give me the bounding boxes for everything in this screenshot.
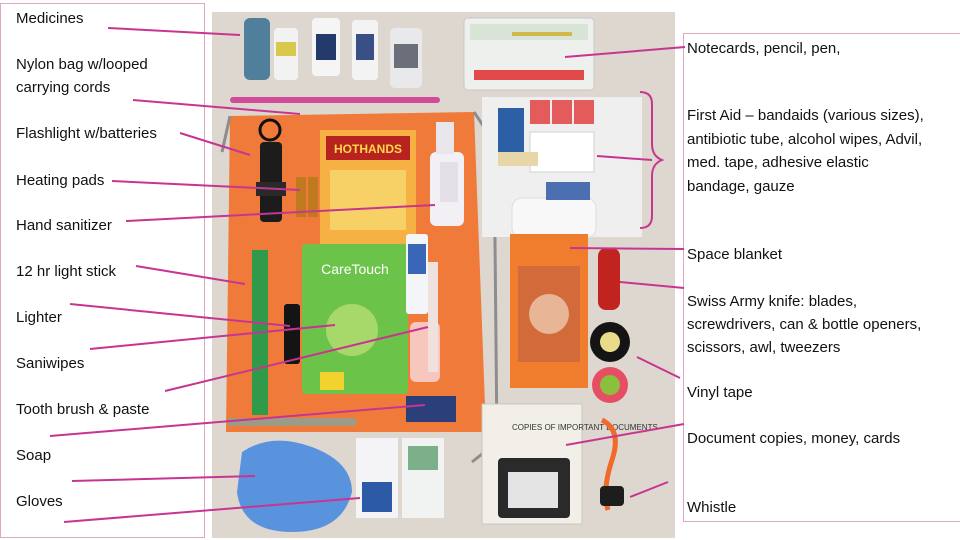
space-blanket-pack xyxy=(510,234,588,388)
saniwipes-pack: CareTouch xyxy=(302,244,408,394)
label-toothbrush-paste: Tooth brush & paste xyxy=(16,401,150,418)
label-medicines: Medicines xyxy=(16,10,84,27)
label-whistle: Whistle xyxy=(687,499,737,516)
hand-sanitizer-bottle xyxy=(430,122,464,226)
documents-note: COPIES OF IMPORTANT DOCUMENTS xyxy=(512,423,658,432)
zip-seal xyxy=(228,418,356,426)
label-vinyl-tape: Vinyl tape xyxy=(687,384,753,401)
pink-cord xyxy=(230,97,440,103)
first-aid-kit xyxy=(482,97,642,239)
label-space-blanket: Space blanket xyxy=(687,246,783,263)
label-notecards: Notecards, pencil, pen, xyxy=(687,40,841,57)
label-first-aid-line3: med. tape, adhesive elastic xyxy=(687,154,869,171)
right-label-panel: Notecards, pencil, pen, First Aid – band… xyxy=(683,33,960,522)
label-first-aid-line2: antibiotic tube, alcohol wipes, Advil, xyxy=(687,131,923,148)
label-nylon-bag-line2: carrying cords xyxy=(16,79,111,96)
caretouch-text: CareTouch xyxy=(321,261,389,277)
label-gloves: Gloves xyxy=(16,493,63,510)
label-hand-sanitizer: Hand sanitizer xyxy=(16,217,112,234)
heating-pads: HOTHANDS xyxy=(320,130,416,245)
kit-contents-illustration: HOTHANDS CareTouch xyxy=(212,12,675,538)
label-first-aid-line4: bandage, gauze xyxy=(687,178,795,195)
label-soap: Soap xyxy=(16,447,52,464)
label-lighter: Lighter xyxy=(16,309,62,326)
label-documents: Document copies, money, cards xyxy=(687,430,901,447)
label-heating-pads: Heating pads xyxy=(16,172,105,189)
label-flashlight: Flashlight w/batteries xyxy=(16,125,157,142)
label-swiss-knife-line1: Swiss Army knife: blades, xyxy=(687,293,858,310)
label-nylon-bag-line1: Nylon bag w/looped xyxy=(16,56,148,73)
swiss-army-knife xyxy=(598,248,620,310)
lighter xyxy=(284,304,300,364)
label-saniwipes: Saniwipes xyxy=(16,355,85,372)
label-swiss-knife-line3: scissors, awl, tweezers xyxy=(687,339,841,356)
medicine-bottles xyxy=(244,18,422,88)
label-swiss-knife-line2: screwdrivers, can & bottle openers, xyxy=(687,316,922,333)
batteries xyxy=(296,177,318,217)
soap-bar xyxy=(406,396,456,422)
whistle xyxy=(600,486,624,506)
notecards-bag xyxy=(463,17,595,91)
left-label-panel: Medicines Nylon bag w/looped carrying co… xyxy=(0,3,205,538)
hothands-text: HOTHANDS xyxy=(334,142,402,156)
label-first-aid-line1: First Aid – bandaids (various sizes), xyxy=(687,107,924,124)
emergency-kit-photo: HOTHANDS CareTouch xyxy=(212,12,675,538)
label-light-stick: 12 hr light stick xyxy=(16,263,117,280)
light-stick xyxy=(252,250,268,415)
